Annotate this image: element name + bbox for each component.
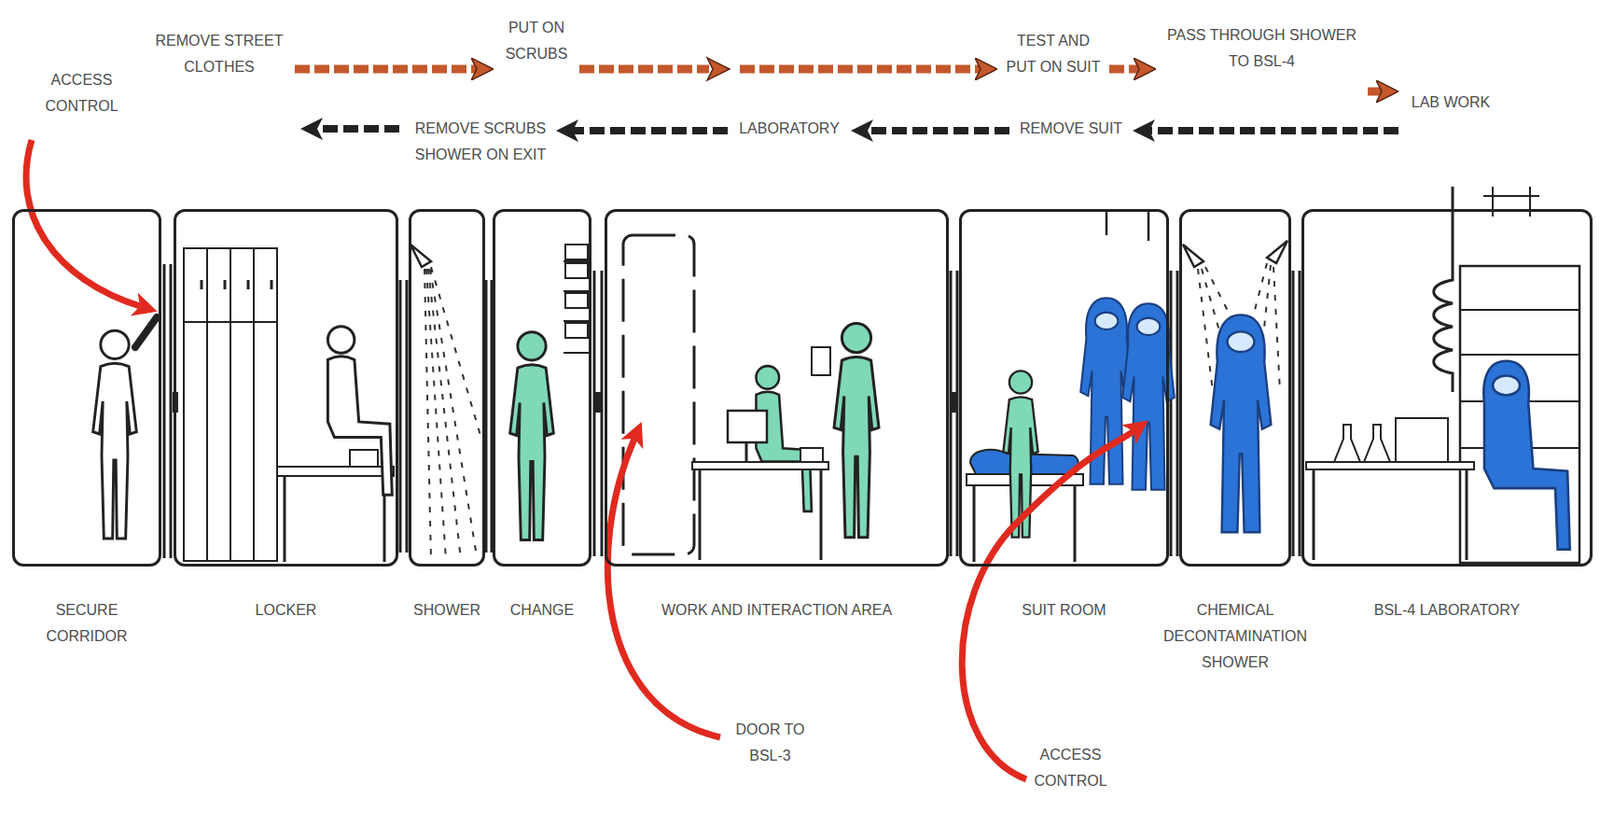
step-label: REMOVE SUIT bbox=[1015, 115, 1127, 142]
locker-bank bbox=[183, 248, 278, 561]
step-label: PUT ON SCRUBS bbox=[499, 14, 574, 68]
room-box: CHEMICAL DECONTAMINATION SHOWER bbox=[1179, 208, 1292, 567]
flow-arrow bbox=[1367, 87, 1382, 97]
room-box: CHANGE bbox=[492, 208, 592, 567]
room-label: BSL-4 LABORATORY bbox=[1330, 597, 1564, 624]
door-frame bbox=[1170, 270, 1178, 557]
callout-label: ACCESS CONTROL bbox=[37, 67, 126, 120]
shower-spray bbox=[424, 266, 482, 560]
flask bbox=[1363, 424, 1391, 462]
step-label: REMOVE SCRUBS SHOWER ON EXIT bbox=[410, 115, 551, 168]
air-hose bbox=[1433, 186, 1453, 392]
monitor-stand bbox=[745, 442, 749, 462]
step-label: LAB WORK bbox=[1404, 89, 1498, 116]
step-node: PUT ON SCRUBS bbox=[499, 14, 574, 68]
flow-arrow bbox=[1109, 65, 1140, 74]
step-label: TEST AND PUT ON SUIT bbox=[1002, 27, 1104, 81]
flow-arrow bbox=[1149, 126, 1399, 135]
step-node: REMOVE SUIT bbox=[1015, 115, 1127, 142]
step-node: REMOVE STREET CLOTHES bbox=[149, 27, 290, 81]
door-frame bbox=[950, 270, 958, 557]
room-label: CHEMICAL DECONTAMINATION SHOWER bbox=[1154, 597, 1318, 676]
step-label: LABORATORY bbox=[733, 115, 846, 142]
person-figure bbox=[327, 326, 392, 496]
room-label: LOCKER bbox=[193, 597, 380, 624]
room-box: LOCKER bbox=[173, 208, 399, 567]
flow-arrow bbox=[867, 126, 1010, 135]
door-handle bbox=[595, 391, 601, 413]
step-node: PASS THROUGH SHOWER TO BSL-4 bbox=[1161, 22, 1363, 75]
suited-worker bbox=[1483, 361, 1570, 550]
desk bbox=[692, 461, 829, 470]
callout-label: ACCESS CONTROL bbox=[1026, 741, 1115, 794]
step-label: PASS THROUGH SHOWER TO BSL-4 bbox=[1161, 22, 1363, 75]
flow-arrow bbox=[572, 126, 728, 135]
room-box: SUIT ROOM bbox=[959, 208, 1169, 567]
shower-head bbox=[1266, 240, 1288, 264]
room-label: WORK AND INTERACTION AREA bbox=[618, 597, 936, 624]
room-label: SHOWER bbox=[400, 597, 494, 624]
step-node: LAB WORK bbox=[1404, 89, 1498, 116]
clothes-pile bbox=[349, 449, 378, 467]
step-node: TEST AND PUT ON SUIT bbox=[1002, 27, 1104, 81]
bsl3-door bbox=[623, 235, 695, 555]
flow-arrow bbox=[294, 65, 477, 74]
shelving-unit bbox=[1460, 265, 1580, 563]
scrub-stack bbox=[565, 322, 588, 338]
door-handle bbox=[950, 391, 957, 413]
step-node: REMOVE SCRUBS SHOWER ON EXIT bbox=[410, 115, 551, 168]
room-box: BSL-4 LABORATORY bbox=[1301, 208, 1593, 567]
door-frame bbox=[1293, 270, 1300, 557]
clipboard bbox=[811, 347, 831, 376]
bench-legs bbox=[284, 475, 385, 562]
desk-legs bbox=[699, 469, 821, 560]
scrub-stack bbox=[565, 292, 588, 308]
raised-arm bbox=[135, 317, 157, 348]
ceiling-fixture bbox=[1483, 186, 1540, 217]
step-label: REMOVE STREET CLOTHES bbox=[149, 27, 290, 81]
callout-label: DOOR TO BSL-3 bbox=[725, 716, 815, 769]
step-node: LABORATORY bbox=[733, 115, 846, 142]
shower-head bbox=[1182, 244, 1204, 267]
scrub-stack bbox=[565, 244, 588, 260]
bench bbox=[277, 466, 394, 476]
computer-monitor bbox=[727, 410, 767, 443]
person-scrubs bbox=[510, 332, 555, 541]
room-box: WORK AND INTERACTION AREA bbox=[604, 208, 949, 567]
callout-arrow bbox=[607, 438, 721, 738]
shower-head bbox=[410, 244, 432, 267]
callout-arrow bbox=[26, 139, 140, 307]
shelf-lines bbox=[563, 261, 590, 353]
room-box: SHOWER bbox=[408, 208, 486, 567]
door-frame bbox=[400, 279, 407, 553]
scrub-stack bbox=[565, 263, 588, 279]
bench-legs bbox=[1313, 469, 1467, 560]
door-frame bbox=[594, 270, 602, 557]
exit-arrow bbox=[317, 125, 400, 133]
locker-handles bbox=[201, 279, 272, 290]
person-figure bbox=[93, 330, 138, 539]
suit-hooks bbox=[1106, 210, 1149, 241]
door-frame bbox=[486, 279, 492, 553]
flow-arrowhead bbox=[707, 57, 730, 81]
paper-stack bbox=[800, 447, 823, 462]
room-label: SUIT ROOM bbox=[971, 597, 1158, 624]
locker-lines bbox=[183, 248, 278, 561]
room-label: CHANGE bbox=[495, 597, 589, 624]
person-scrubs bbox=[1002, 370, 1038, 537]
person-scrubs bbox=[834, 323, 879, 538]
suited-worker bbox=[1210, 314, 1272, 532]
flow-arrow bbox=[579, 65, 981, 74]
lab-bench bbox=[1306, 461, 1475, 470]
room-box: SECURE CORRIDOR bbox=[12, 208, 162, 567]
sample-container bbox=[1395, 417, 1448, 462]
flask bbox=[1334, 424, 1361, 462]
door-frame bbox=[164, 264, 171, 558]
room-label: SECURE CORRIDOR bbox=[35, 597, 139, 650]
